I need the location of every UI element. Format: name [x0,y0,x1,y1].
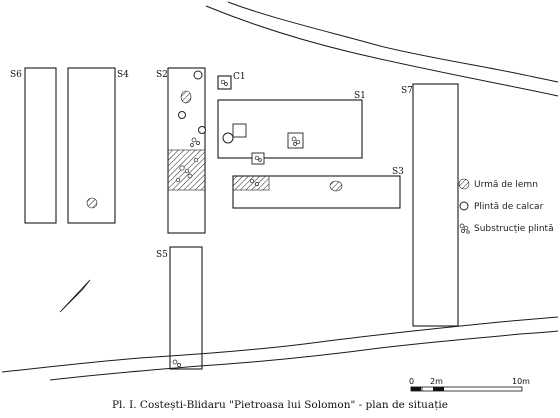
terrain-line-bottom [1,316,559,373]
trench-s6-label: S6 [10,70,22,80]
terrain-line-top [227,1,559,83]
plinth-substructure-mark [172,359,181,367]
wood-trace-mark [180,90,192,104]
plinth-substructure-mark [249,178,259,186]
wood-trace-mark [329,180,343,192]
trench-s1-label: S1 [354,91,366,101]
trench-s6 [24,67,57,224]
trench-s3-label: S3 [392,167,404,177]
trench-c1-label: C1 [233,72,246,82]
trench-s1 [217,99,363,159]
limestone-plinth-mark [198,126,206,134]
wood-trace-area [232,175,270,191]
trench-s5 [169,246,203,370]
trench-s7-label: S7 [401,86,413,96]
plinth-substructure-mark [190,137,200,147]
terrain-line-top-inner [205,5,559,97]
legend-wood-trace-icon [458,178,470,190]
legend-wood-trace-label: Urmă de lemn [474,180,538,190]
plinth-substructure-mark [291,136,301,146]
trench-s5-label: S5 [156,250,168,260]
trench-s2-label: S2 [156,70,168,80]
trench-s7 [412,83,459,327]
limestone-plinth-mark [178,111,186,119]
scale-mid: 2m [430,377,443,386]
trench-c1 [217,75,232,90]
plinth-substructure-mark [254,155,262,162]
terrain-line-bottom-outer [49,330,559,381]
scale-end: 10m [512,377,530,386]
figure-caption: Pl. I. Costești-Blidaru "Pietroasa lui S… [111,399,448,411]
plinth-substructure-mark [220,79,228,86]
plinth-box [251,152,265,165]
trench-s3 [232,175,401,209]
legend-limestone-plinth-icon [459,201,469,211]
plinth-box [287,132,304,149]
wood-trace-mark [86,197,98,209]
limestone-plinth-mark [193,70,203,80]
trench-s4-label: S4 [117,70,129,80]
trench-s4 [67,67,116,224]
legend-limestone-plinth-label: Plintă de calcar [474,202,544,212]
plinth-box [232,123,247,138]
legend-plinth-substructure-label: Substrucție plintă [474,224,554,234]
limestone-plinth-mark [222,132,234,144]
plinth-substructure-mark [175,157,199,183]
scale-bar: 0 2m 10m [409,377,530,392]
scale-zero: 0 [409,377,414,386]
north-arrow-icon [59,279,91,313]
legend-plinth-substructure-icon [459,223,470,234]
legend: Urmă de lemn Plintă de calcar Substrucți… [458,178,554,234]
